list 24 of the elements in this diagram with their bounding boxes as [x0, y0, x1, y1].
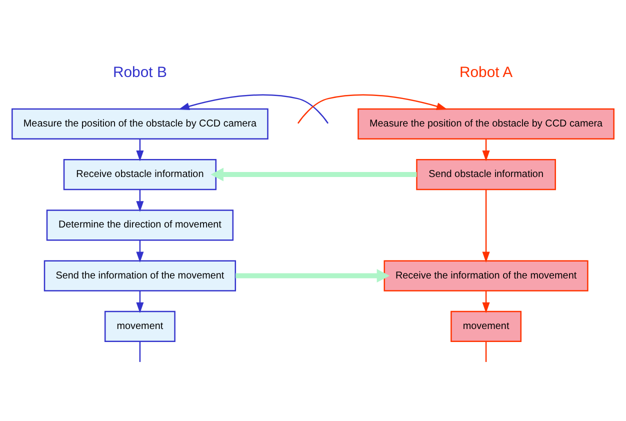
label: Robot B	[112, 64, 167, 81]
arrow	[136, 190, 144, 212]
node-box: Receive obstacle information	[63, 158, 217, 190]
node-box: movement	[450, 310, 522, 342]
node-box: Send obstacle information	[416, 158, 556, 190]
arrow	[210, 168, 417, 182]
connector	[485, 341, 487, 362]
node-box: Measure the position of the obstacle by CCD camera	[358, 108, 614, 140]
arrow	[178, 94, 329, 124]
node-box: Receive the information of the movement	[384, 260, 588, 292]
arrow	[482, 190, 490, 263]
arrow	[236, 269, 390, 282]
arrow	[482, 290, 490, 314]
label: Robot A	[460, 64, 513, 81]
arrow	[136, 240, 144, 263]
arrow	[482, 138, 490, 162]
arrow	[136, 138, 144, 162]
node-box: Measure the position of the obstacle by CCD camera	[12, 108, 268, 140]
connector	[139, 341, 141, 362]
node-box: movement	[104, 310, 176, 342]
arrow	[136, 290, 144, 314]
node-box: Determine the direction of movement	[46, 210, 234, 241]
node-box: Send the information of the movement	[44, 260, 236, 292]
arrow	[297, 94, 448, 124]
